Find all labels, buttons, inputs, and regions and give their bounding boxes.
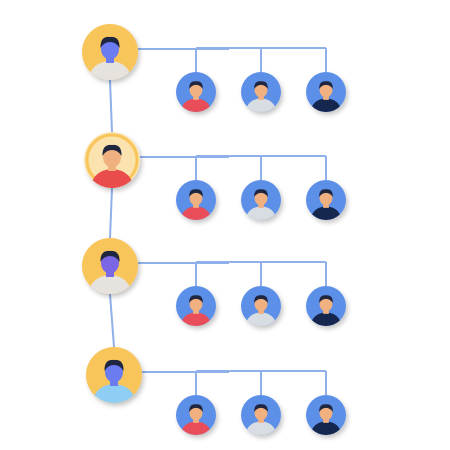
shirt-shape — [310, 206, 342, 220]
hair-shape — [254, 81, 268, 90]
shirt-shape — [245, 421, 277, 435]
person-avatar-icon — [176, 72, 216, 112]
person-avatar-icon — [306, 395, 346, 435]
person-avatar-icon — [84, 132, 140, 188]
hair-shape — [319, 404, 333, 413]
person-avatar-icon — [306, 72, 346, 112]
team-group — [82, 24, 346, 112]
shirt-shape — [310, 312, 342, 326]
face-shape — [101, 252, 119, 274]
person-avatar-icon — [86, 347, 142, 403]
person-avatar-icon — [241, 286, 281, 326]
shirt-shape — [90, 169, 134, 188]
face-shape — [254, 82, 268, 98]
team-group — [82, 238, 346, 326]
person-avatar-icon — [82, 238, 138, 294]
trunk-connector — [109, 79, 113, 133]
hair-shape — [254, 404, 268, 413]
face-shape — [105, 361, 123, 383]
connector-lines — [109, 47, 327, 395]
nodes-layer — [82, 24, 346, 435]
team-group — [84, 132, 346, 220]
team-group — [86, 347, 346, 435]
face-shape — [319, 296, 333, 312]
face-shape — [319, 190, 333, 206]
person-avatar-icon — [82, 24, 138, 80]
hair-shape — [189, 81, 203, 90]
shirt-shape — [245, 98, 277, 112]
shirt-shape — [180, 98, 212, 112]
hair-shape — [319, 81, 333, 90]
face-shape — [319, 82, 333, 98]
face-shape — [254, 296, 268, 312]
shirt-shape — [310, 421, 342, 435]
face-shape — [254, 405, 268, 421]
hair-shape — [189, 189, 203, 198]
face-shape — [189, 82, 203, 98]
shirt-shape — [88, 61, 132, 80]
hair-shape — [254, 189, 268, 198]
person-avatar-icon — [241, 395, 281, 435]
shirt-shape — [310, 98, 342, 112]
face-shape — [254, 190, 268, 206]
hair-shape — [100, 250, 120, 262]
shirt-shape — [180, 421, 212, 435]
shirt-shape — [245, 206, 277, 220]
hair-shape — [254, 295, 268, 304]
shirt-shape — [88, 275, 132, 294]
hair-shape — [102, 144, 122, 156]
shirt-shape — [180, 312, 212, 326]
person-avatar-icon — [176, 180, 216, 220]
person-avatar-icon — [306, 286, 346, 326]
face-shape — [319, 405, 333, 421]
shirt-shape — [180, 206, 212, 220]
person-avatar-icon — [176, 286, 216, 326]
shirt-shape — [245, 312, 277, 326]
hair-shape — [189, 404, 203, 413]
person-avatar-icon — [176, 395, 216, 435]
person-avatar-icon — [241, 180, 281, 220]
trunk-connector — [109, 293, 115, 348]
shirt-shape — [92, 384, 136, 403]
trunk-connector — [109, 187, 113, 239]
face-shape — [189, 405, 203, 421]
person-avatar-icon — [306, 180, 346, 220]
face-shape — [103, 146, 121, 168]
hair-shape — [100, 36, 120, 48]
hair-shape — [189, 295, 203, 304]
hair-shape — [319, 295, 333, 304]
hair-shape — [319, 189, 333, 198]
face-shape — [189, 190, 203, 206]
person-avatar-icon — [241, 72, 281, 112]
face-shape — [101, 38, 119, 60]
hair-shape — [104, 359, 124, 371]
face-shape — [189, 296, 203, 312]
